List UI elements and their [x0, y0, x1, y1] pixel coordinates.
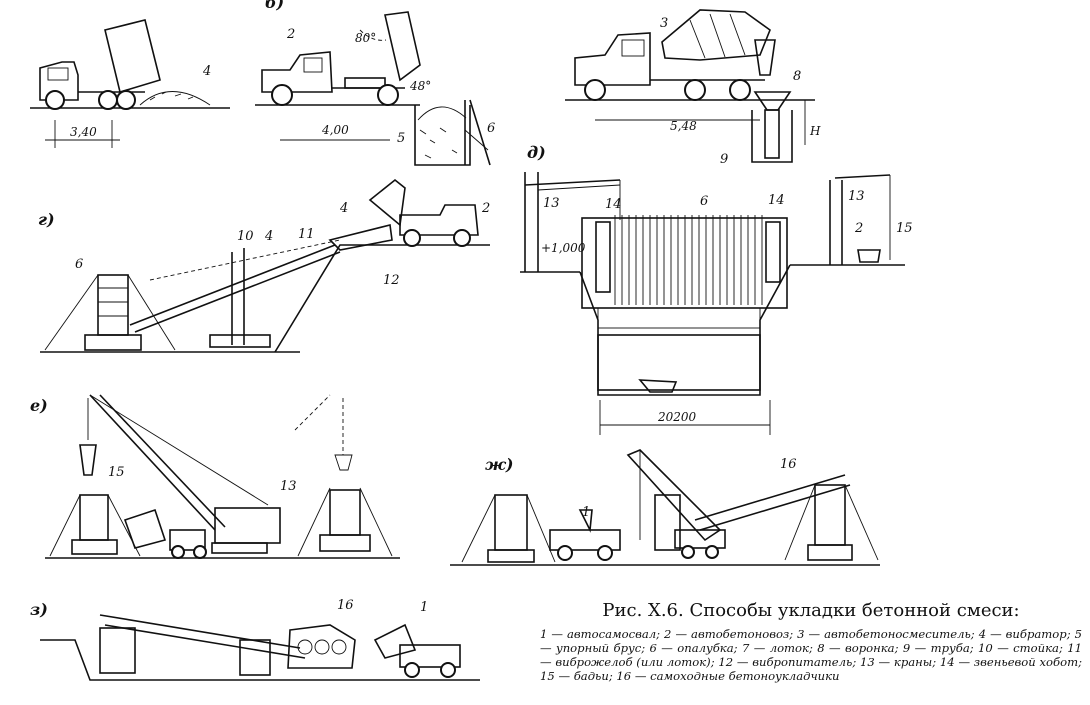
callout-10-g: 10	[237, 229, 254, 244]
callout-15-d: 15	[896, 221, 913, 236]
callout-13-e: 13	[280, 479, 297, 494]
figure-caption: Рис. Х.6. Способы укладки бетонной смеси…	[540, 600, 1082, 683]
section-letter-b: б)	[265, 0, 284, 12]
section-b-concrete-truck	[255, 11, 491, 166]
callout-12-g: 12	[383, 273, 400, 288]
callout-4-g2: 4	[339, 201, 348, 216]
section-z-trench-conveyor	[40, 614, 480, 681]
section-letter-e: е)	[30, 396, 48, 415]
callout-11-g: 11	[298, 227, 315, 242]
dim-level: +1,000	[541, 241, 586, 255]
section-zh-conveyor	[450, 449, 880, 566]
callout-8-v: 8	[793, 69, 801, 84]
callout-14-d2: 14	[768, 193, 785, 208]
dim-v-distance: 5,48	[670, 119, 697, 133]
callout-2-b: 2	[286, 27, 295, 42]
dim-b-distance: 4,00	[321, 123, 349, 137]
callout-14-d1: 14	[605, 197, 622, 212]
callout-4-a: 4	[202, 64, 211, 79]
dim-angle-80: 80°	[355, 31, 376, 45]
section-g-chute-placement	[40, 178, 490, 353]
callout-3-v: 3	[660, 16, 668, 31]
callout-16-zh: 16	[780, 457, 797, 472]
formwork-rods	[614, 215, 763, 305]
callout-2-g: 2	[481, 201, 490, 216]
callout-1-z: 1	[420, 600, 428, 615]
dim-a-distance: 3,40	[70, 125, 97, 139]
section-letter-d: д)	[527, 143, 546, 162]
section-letter-zh: ж)	[485, 455, 513, 474]
caption-legend: 1 — автосамосвал; 2 — автобетоновоз; 3 —…	[540, 627, 1082, 683]
callout-15-e: 15	[108, 465, 125, 480]
callout-5-b: 5	[397, 131, 405, 146]
callout-1-zh: 1	[582, 505, 590, 520]
callout-16-z: 16	[337, 598, 354, 613]
callout-6-g: 6	[75, 257, 83, 272]
section-letter-z: з)	[30, 600, 48, 619]
callout-9-v: 9	[720, 152, 728, 167]
callout-13-d2: 13	[848, 189, 865, 204]
caption-title: Рис. Х.6. Способы укладки бетонной смеси…	[602, 600, 1020, 621]
callout-2-d: 2	[854, 221, 863, 236]
dim-angle-48: 48°	[409, 79, 431, 93]
section-e-crane-bucket	[45, 394, 400, 559]
callout-13-d1: 13	[543, 196, 560, 211]
dim-h: H	[809, 124, 821, 138]
section-letter-g: г)	[38, 210, 55, 229]
callout-4-g1: 4	[264, 229, 273, 244]
callout-6-b: 6	[487, 121, 495, 136]
section-v-mixer-truck	[565, 9, 815, 163]
section-d-foundation-pit	[520, 172, 905, 435]
callout-6-d: 6	[700, 194, 708, 209]
dim-d-width: 20200	[657, 410, 697, 424]
section-a-dump-truck	[30, 19, 230, 148]
